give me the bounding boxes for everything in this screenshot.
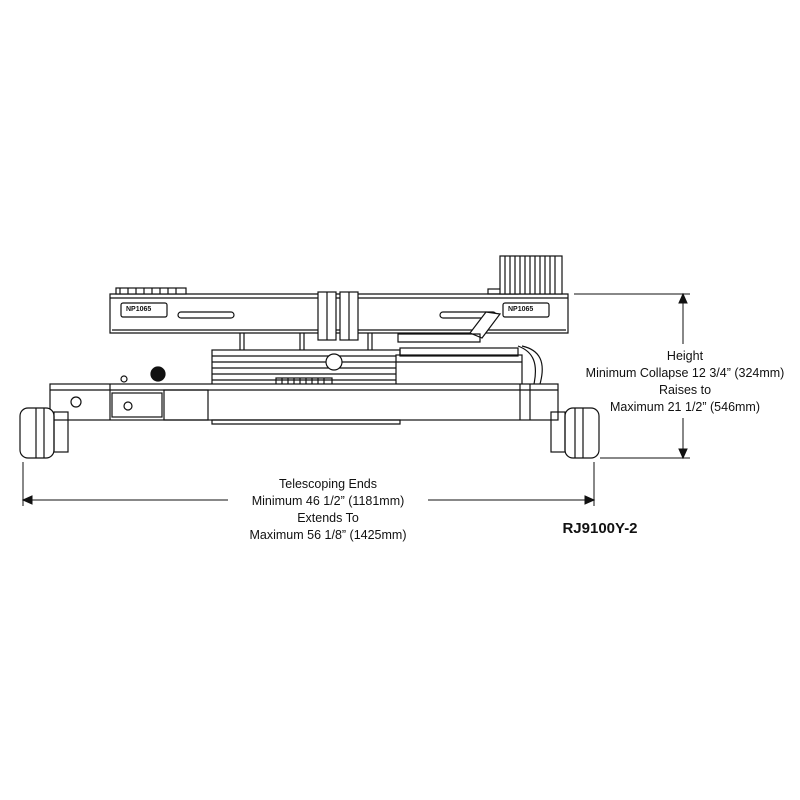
width-min: Minimum 46 1/2” (1181mm) (251, 494, 405, 508)
height-min: Minimum Collapse 12 3/4” (324mm) (585, 366, 785, 380)
part-label-right: NP1065 (508, 306, 534, 313)
height-dimension-line (574, 292, 690, 460)
height-raises: Raises to (658, 383, 712, 397)
right-wheel (550, 407, 600, 459)
top-platform (109, 287, 569, 352)
left-wheel (19, 407, 69, 459)
base-rail (49, 366, 559, 425)
height-dimension: Height Minimum Collapse 12 3/4” (324mm) … (585, 348, 785, 416)
width-dimension: Telescoping Ends Minimum 46 1/2” (1181mm… (228, 476, 428, 544)
height-title: Height (666, 349, 704, 363)
model-number: RJ9100Y-2 (562, 520, 638, 537)
width-extends: Extends To (297, 511, 359, 525)
width-title: Telescoping Ends (279, 477, 377, 491)
width-max: Maximum 56 1/8” (1425mm) (249, 528, 407, 542)
height-max: Maximum 21 1/2” (546mm) (609, 400, 761, 414)
ribbed-handle (499, 255, 563, 295)
part-label-left: NP1065 (126, 306, 152, 313)
